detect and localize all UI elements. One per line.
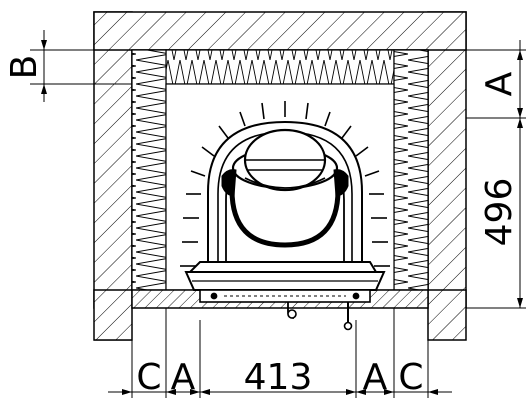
insulation-left <box>131 49 167 291</box>
drawer-knob-left <box>210 292 218 300</box>
dim-label-c-right: C <box>398 357 423 398</box>
wall-left-lower <box>93 289 133 341</box>
dimension-arrows <box>41 40 523 395</box>
dim-label-c-left: C <box>136 357 161 398</box>
dim-label-a-right: A <box>363 357 388 398</box>
dim-label-a-left: A <box>171 357 196 398</box>
wall-top <box>93 11 467 51</box>
dim-label-b: B <box>4 55 45 80</box>
firebox-ring <box>229 189 341 248</box>
collar-clip-right <box>333 169 349 197</box>
insulation <box>131 49 429 291</box>
insulation-top <box>165 49 395 85</box>
wall-right <box>427 11 467 309</box>
dimension-labels: C A 413 A C B A 496 <box>4 55 520 398</box>
dim-label-a-right-side: A <box>479 71 520 96</box>
convection-ribs <box>180 101 390 267</box>
air-valve-knob <box>287 309 297 319</box>
dim-label-height: 496 <box>479 178 520 247</box>
dim-label-width: 413 <box>244 357 313 398</box>
wall-left <box>93 11 133 309</box>
insulation-right <box>393 49 429 291</box>
insert-base <box>184 261 386 331</box>
lever-handle-tip <box>343 321 353 331</box>
fireplace-insert <box>207 120 363 263</box>
insert-outer-arch <box>207 120 363 262</box>
base-plate <box>187 261 378 273</box>
drawer-knob-right <box>352 292 360 300</box>
collar-clip-left <box>221 169 237 197</box>
wall-right-lower <box>427 289 467 341</box>
flue-pipe-band <box>244 177 326 189</box>
